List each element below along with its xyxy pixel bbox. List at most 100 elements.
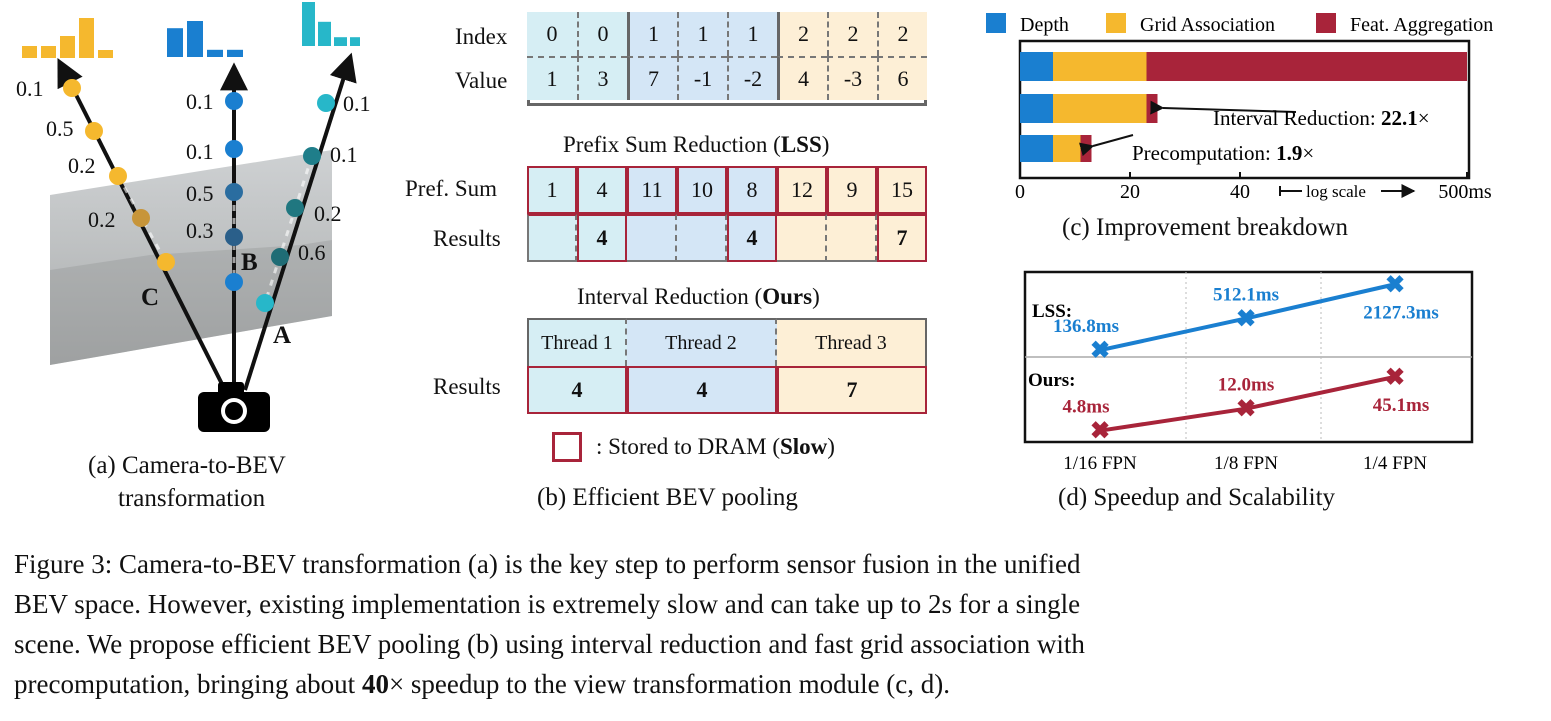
ray-c-prob-1: 0.1 <box>16 76 44 101</box>
lss-result-cell <box>677 214 727 262</box>
ours-results-label: Results <box>433 374 501 399</box>
breakdown-bar-segment <box>1020 135 1053 162</box>
panel-a-caption-line1: (a) Camera-to-BEV <box>88 452 286 479</box>
breakdown-bar-segment <box>1053 52 1147 81</box>
index-cell: 1 <box>677 12 727 56</box>
speedup-marker: ✖ <box>1385 365 1405 391</box>
lss-series-label: LSS: <box>1032 301 1072 322</box>
prefsum-cell: 10 <box>677 166 727 214</box>
dram-legend-swatch <box>552 432 582 462</box>
prefsum-cell: 4 <box>577 166 627 214</box>
panel-d-caption: (d) Speedup and Scalability <box>1058 484 1336 511</box>
thread-cell: Thread 1 <box>527 318 627 366</box>
speedup-line-lss <box>1099 282 1396 353</box>
ours-series-label: Ours: <box>1028 370 1076 391</box>
legend-label: Feat. Aggregation <box>1350 14 1493 36</box>
caption-line-1: Figure 3: Camera-to-BEV transformation (… <box>14 549 1081 579</box>
lss-result-cell <box>827 214 877 262</box>
prefsum-cell: 8 <box>727 166 777 214</box>
ours-title: Interval Reduction (Ours) <box>577 284 820 309</box>
index-cell: 0 <box>527 12 577 56</box>
panel-b-caption: (b) Efficient BEV pooling <box>537 484 798 511</box>
interval-reduction-arrow <box>1150 100 1297 115</box>
speedup-data-label: 12.0ms <box>1218 375 1274 396</box>
ray-b-points <box>225 92 243 291</box>
value-cell: -3 <box>827 56 877 100</box>
breakdown-bar-segment <box>1020 94 1053 123</box>
histogram-b-bar <box>187 21 203 57</box>
ray-c-points <box>63 79 175 271</box>
breakdown-bar-segment <box>1146 52 1467 81</box>
breakdown-tick-label: 500ms <box>1438 181 1492 203</box>
histogram-b-bar <box>207 49 223 57</box>
ray-c-prob-3: 0.2 <box>68 153 96 178</box>
caption-line-3: scene. We propose efficient BEV pooling … <box>14 629 1085 659</box>
log-scale-note: log scale <box>1306 182 1366 201</box>
histogram-c-bar <box>98 50 113 58</box>
index-cell: 1 <box>627 12 677 56</box>
speedup-data-label: 2127.3ms <box>1363 302 1438 323</box>
value-cell: 1 <box>527 56 577 100</box>
dram-legend-text: : Stored to DRAM (Slow) <box>596 434 835 459</box>
ray-b-label: B <box>241 249 258 276</box>
ray-c-label: C <box>141 284 160 311</box>
histogram-c-bar <box>41 46 56 58</box>
histogram-a-bar <box>318 21 331 46</box>
histogram-a-bar <box>334 37 347 46</box>
breakdown-tick-label: 20 <box>1120 181 1140 203</box>
ray-a-prob-1: 0.1 <box>343 91 371 116</box>
speedup-category-label: 1/16 FPN <box>1063 453 1137 474</box>
speedup-data-label: 136.8ms <box>1053 316 1119 337</box>
histogram-b-bar <box>167 28 183 57</box>
histogram-ray-c <box>22 18 113 58</box>
thread-cell: Thread 3 <box>777 318 927 366</box>
value-cell: -2 <box>727 56 777 100</box>
lss-results-label: Results <box>433 226 501 251</box>
lss-result-cell: 4 <box>577 214 627 262</box>
histogram-c-bar <box>79 18 94 58</box>
value-cell: 4 <box>777 56 827 100</box>
caption-line-2: BEV space. However, existing implementat… <box>14 589 1081 619</box>
lss-result-cell <box>527 214 577 262</box>
caption-line-4: precomputation, bringing about 40× speed… <box>14 669 951 699</box>
prefsum-cell: 1 <box>527 166 577 214</box>
breakdown-tick-label: 0 <box>1015 181 1025 203</box>
breakdown-bar-segment <box>1080 135 1092 162</box>
ours-result-cell: 7 <box>777 366 927 414</box>
value-cell: 7 <box>627 56 677 100</box>
breakdown-bar-segment <box>1020 52 1053 81</box>
ray-c-prob-4: 0.2 <box>88 207 116 232</box>
prefsum-label: Pref. Sum <box>405 176 497 201</box>
legend-swatch <box>1316 13 1336 33</box>
ray-a-label: A <box>273 322 292 349</box>
histogram-ray-a <box>302 2 360 46</box>
speedup-category-label: 1/8 FPN <box>1214 453 1278 474</box>
camera-to-bev-figure <box>22 2 360 432</box>
histogram-c-bar <box>60 36 75 58</box>
panel-a-caption-line2: transformation <box>118 485 266 512</box>
speedup-marker: ✖ <box>1236 397 1256 423</box>
lss-title: Prefix Sum Reduction (LSS) <box>563 132 830 157</box>
legend-swatch <box>1106 13 1126 33</box>
prefsum-cell: 9 <box>827 166 877 214</box>
ray-a-prob-2: 0.1 <box>330 142 358 167</box>
lss-result-cell: 7 <box>877 214 927 262</box>
ray-b-prob-2: 0.1 <box>186 139 214 164</box>
precomputation-annotation: Precomputation: 1.9× <box>1132 141 1314 165</box>
ray-b-prob-3: 0.5 <box>186 181 214 206</box>
speedup-marker: ✖ <box>1090 338 1110 364</box>
histogram-ray-b <box>167 21 243 57</box>
speedup-line-ours <box>1099 374 1396 433</box>
value-cell: 3 <box>577 56 627 100</box>
speedup-marker: ✖ <box>1385 272 1405 298</box>
breakdown-tick-label: 40 <box>1230 181 1250 203</box>
ray-a-points <box>256 94 335 312</box>
legend-label: Grid Association <box>1140 14 1275 36</box>
value-cell: -1 <box>677 56 727 100</box>
legend-label: Depth <box>1020 14 1069 36</box>
breakdown-chart: Depth Grid Association Feat. Aggregation 0… <box>986 13 1493 203</box>
speedup-marker: ✖ <box>1236 306 1256 332</box>
value-label: Value <box>455 68 508 93</box>
